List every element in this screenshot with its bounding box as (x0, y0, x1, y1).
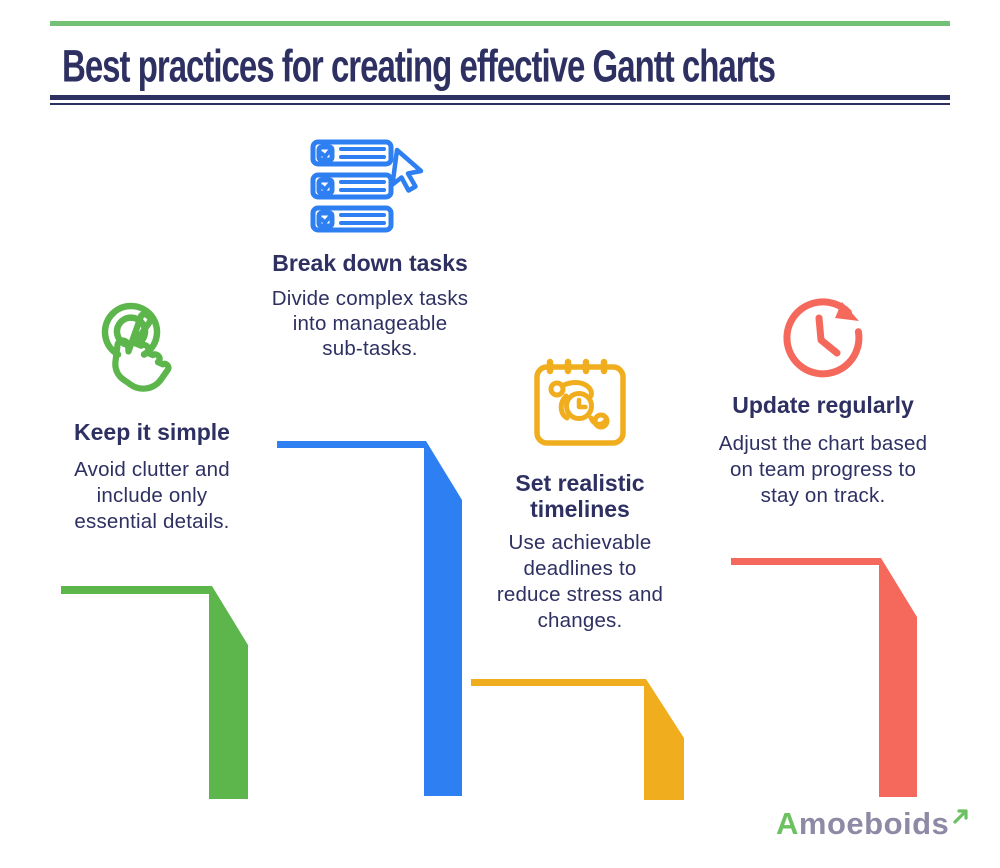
header-accent-line (50, 21, 950, 26)
body-line: reduce stress and (496, 583, 664, 606)
section-heading-keep-it-simple: Keep it simple (74, 419, 230, 445)
task-list-icon (310, 139, 424, 233)
page-title: Best practices for creating effective Ga… (62, 40, 776, 92)
body-line: Adjust the chart based (718, 432, 928, 455)
body-line: Use achievable (508, 531, 652, 554)
gantt-bar-blue (277, 441, 462, 796)
gantt-bar-yellow (471, 679, 684, 800)
gantt-bar-red (731, 558, 917, 797)
section-heading-set-realistic-timelines: Set realistic timelines (515, 470, 645, 522)
section-body-update-regularly: Adjust the chart based on team progress … (706, 431, 940, 509)
body-line: essential details. (74, 510, 230, 533)
clock-refresh-icon (783, 298, 863, 378)
body-line: stay on track. (760, 484, 886, 507)
cursor-icon (390, 147, 424, 193)
section-body-set-realistic-timelines: Use achievable deadlines to reduce stres… (487, 530, 673, 634)
body-line: on team progress to (729, 458, 917, 481)
body-line: into manageable (292, 312, 448, 335)
body-line: include only (96, 484, 208, 507)
header-divider-thin (50, 103, 950, 105)
section-heading-update-regularly: Update regularly (732, 392, 914, 418)
body-line: changes. (537, 609, 623, 632)
brand-logo-first-letter: A (776, 806, 799, 841)
header-divider-thick (50, 95, 950, 100)
arrow-up-right-icon (953, 809, 968, 824)
gantt-bar-green (61, 586, 248, 799)
section-heading-break-down-tasks: Break down tasks (272, 250, 468, 276)
calendar-clock-icon (534, 358, 626, 446)
body-line: Divide complex tasks (271, 287, 469, 310)
body-line: Avoid clutter and (74, 458, 230, 481)
body-line: deadlines to (523, 557, 637, 580)
body-line: sub-tasks. (322, 337, 418, 360)
tap-hand-icon (101, 302, 172, 392)
section-body-break-down-tasks: Divide complex tasks into manageable sub… (258, 286, 482, 361)
section-body-keep-it-simple: Avoid clutter and include only essential… (42, 457, 262, 535)
brand-logo-text: moeboids (798, 806, 950, 841)
